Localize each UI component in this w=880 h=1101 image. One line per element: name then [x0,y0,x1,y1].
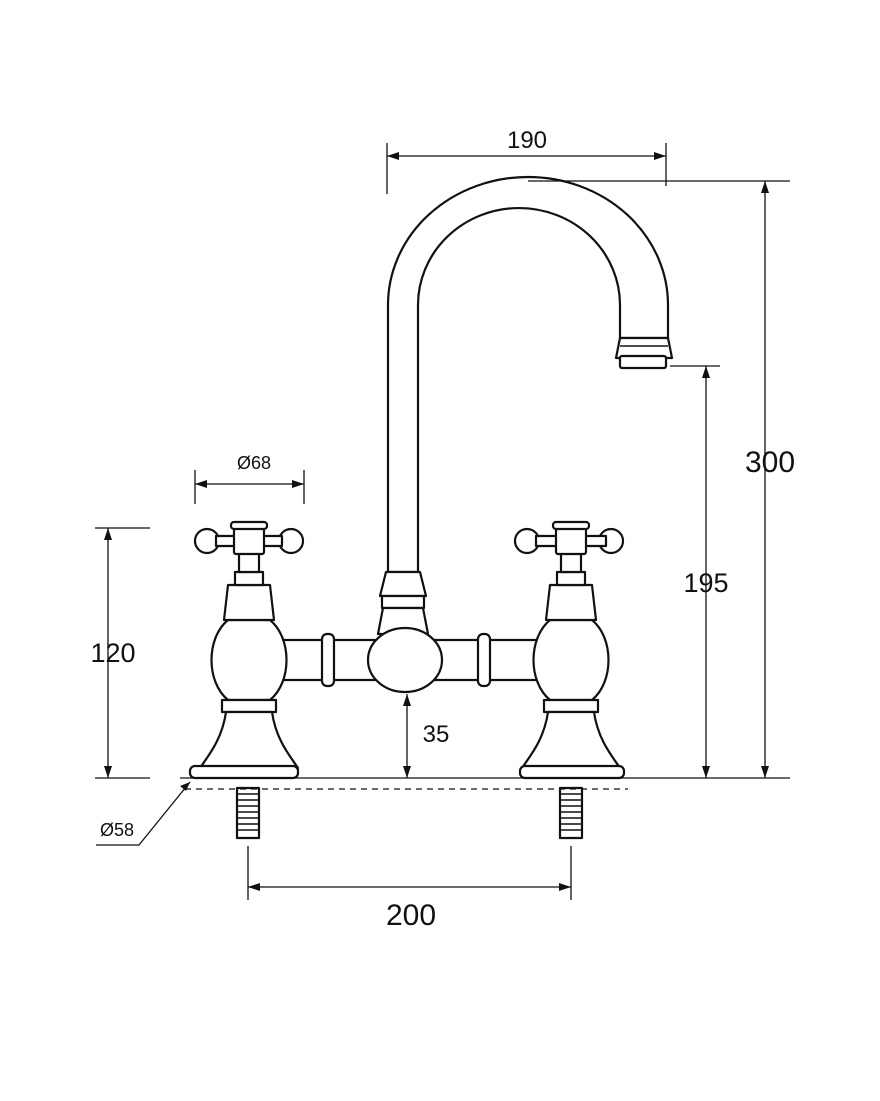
threaded-tails [235,786,584,840]
dimension-center-distance: 200 [247,846,572,932]
spout-collar [376,570,430,636]
dimension-total-height: 300 [528,180,795,778]
dimension-spout-reach: 190 [386,127,667,194]
left-valve [188,570,300,780]
dimension-label-spout-outlet-height: 195 [683,568,728,598]
dimension-label-valve-height: 120 [90,638,135,668]
dimension-label-total-height: 300 [745,446,795,479]
dimension-label-spout-reach: 190 [507,127,547,154]
dimension-lines: 190 300 195 Ø68 [90,127,795,932]
dimension-valve-height: 120 [90,527,150,779]
central-hub [366,626,444,694]
left-cross-handle [193,520,305,574]
bridge-tap [180,175,790,840]
dimension-label-base-diameter: Ø58 [100,820,134,840]
right-cross-handle [513,520,625,574]
right-valve [518,570,626,780]
dimension-label-bridge-height: 35 [423,721,450,748]
gooseneck-spout [386,175,674,574]
dimension-base-diameter: Ø58 [96,781,191,846]
dimension-label-handle-diameter: Ø68 [237,453,271,473]
dimension-label-center-distance: 200 [386,899,436,932]
dimension-bridge-height: 35 [403,694,449,778]
dimension-spout-outlet-height: 195 [670,365,729,778]
dimension-handle-diameter: Ø68 [194,453,305,504]
